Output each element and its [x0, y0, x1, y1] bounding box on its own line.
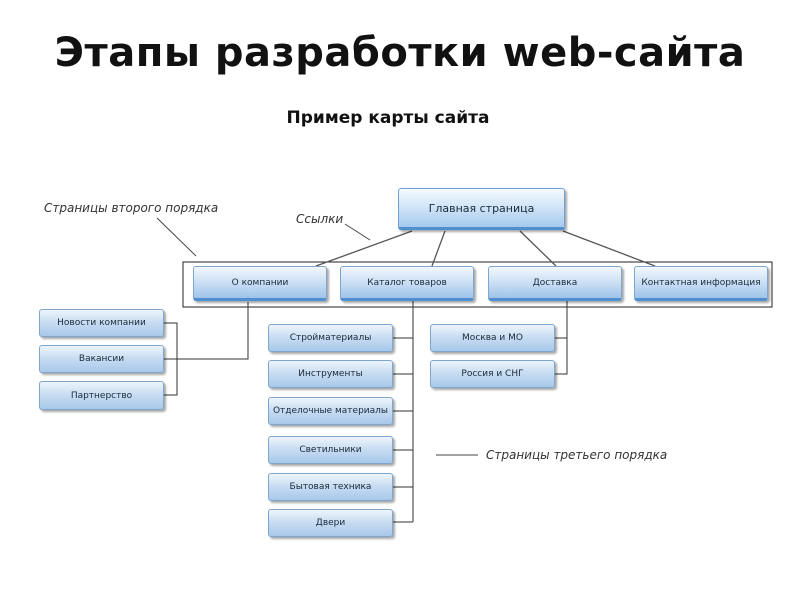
node-main-page: Главная страница	[398, 188, 565, 230]
page-title: Этапы разработки web-сайта	[54, 30, 746, 76]
annotation-links: Ссылки	[296, 212, 344, 226]
node-delivery: Доставка	[488, 266, 622, 301]
node-tools: Инструменты	[268, 360, 393, 388]
node-finishing-materials: Отделочные материалы	[268, 397, 393, 425]
second-level-frame	[182, 261, 773, 308]
node-company-news: Новости компании	[39, 309, 164, 337]
node-about-company: О компании	[193, 266, 327, 301]
node-russia-cis: Россия и СНГ	[430, 360, 555, 388]
node-building-materials: Стройматериалы	[268, 324, 393, 352]
link-root-catalog	[431, 230, 446, 267]
node-vacancies: Вакансии	[39, 345, 164, 373]
node-lamps: Светильники	[268, 436, 393, 464]
node-contact-info: Контактная информация	[634, 266, 768, 301]
link-root-delivery	[519, 230, 557, 267]
link-root-contacts	[562, 230, 656, 267]
annotation-second-level: Страницы второго порядка	[44, 201, 219, 215]
link-company-branch	[177, 302, 249, 360]
annotation-third-level: Страницы третьего порядка	[486, 448, 668, 462]
node-appliances: Бытовая техника	[268, 473, 393, 501]
node-doors: Двери	[268, 509, 393, 537]
node-product-catalog: Каталог товаров	[340, 266, 474, 301]
pointer-second-level	[156, 217, 197, 257]
node-partnership: Партнерство	[39, 381, 164, 410]
link-delivery-branch	[555, 301, 568, 375]
diagram-subtitle: Пример карты сайта	[286, 108, 490, 128]
link-root-company	[315, 230, 413, 267]
pointer-links	[344, 223, 371, 241]
node-moscow-region: Москва и МО	[430, 324, 555, 352]
